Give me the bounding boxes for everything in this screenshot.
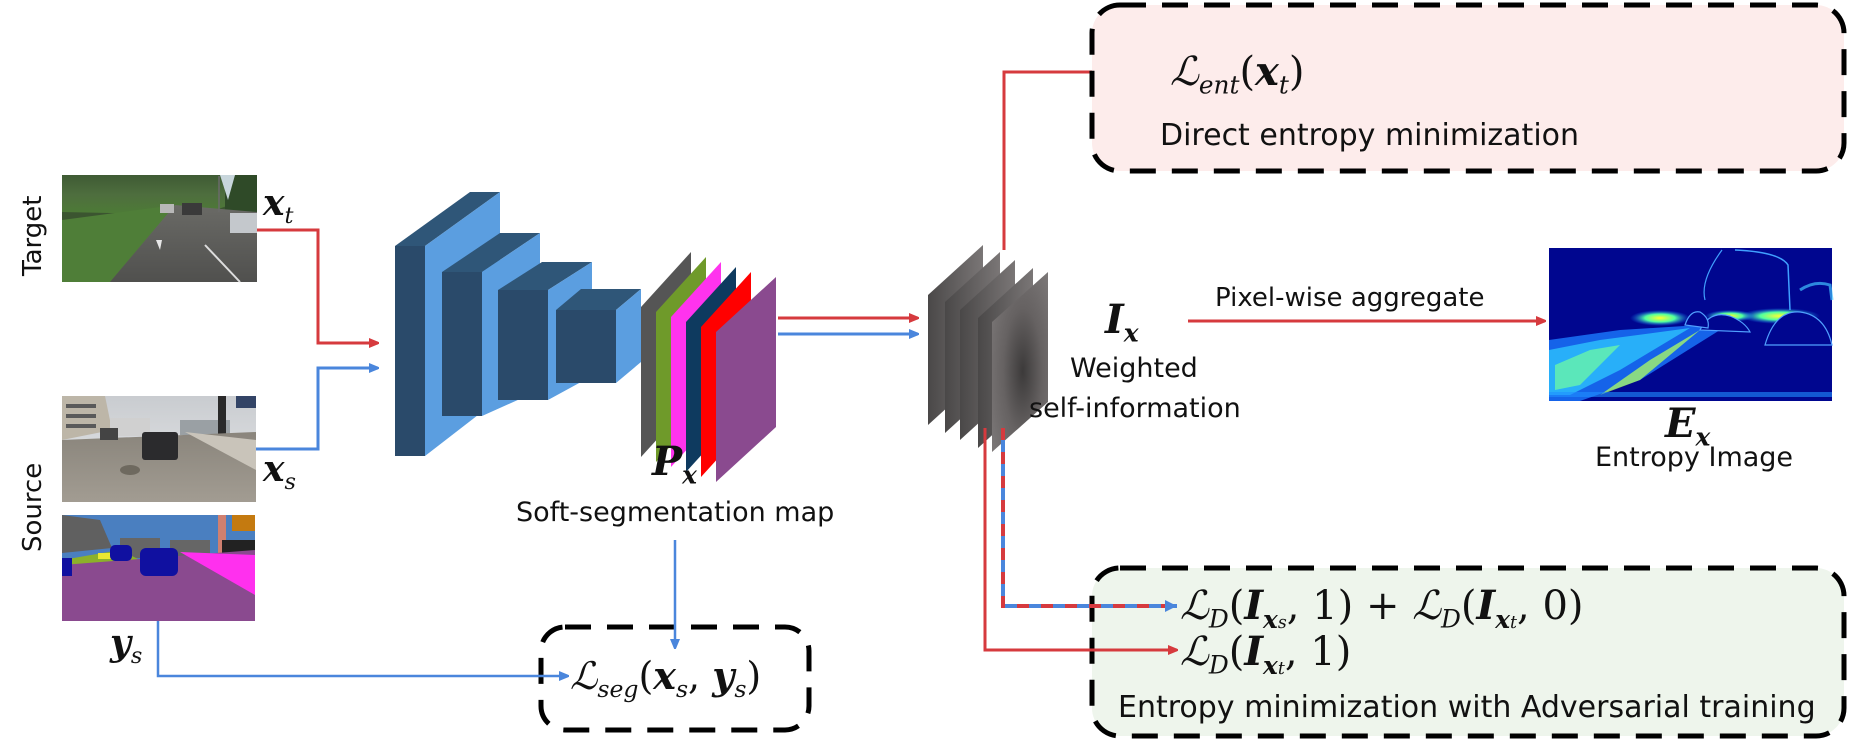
target-image [62, 175, 257, 283]
self-info-symbol: Ix [1105, 296, 1139, 348]
discriminator-mixed-arrow-dash [1001, 428, 1165, 608]
label-to-seg-loss-arrow [156, 621, 568, 676]
discriminator-mixed-arrowhead [1165, 600, 1177, 612]
adversarial-loss-caption: Entropy minimization with Adversarial tr… [1118, 690, 1816, 725]
source-input-symbol: xs [263, 448, 296, 495]
source-label-symbol: ys [110, 622, 143, 669]
target-flow-arrow [257, 228, 378, 343]
soft-seg-symbol: Px [652, 438, 697, 490]
class-map-layer [716, 277, 776, 482]
source-flow-arrow [256, 368, 378, 451]
source-label-image [62, 515, 255, 621]
aggregate-label: Pixel-wise aggregate [1215, 283, 1485, 313]
self-info-caption-line2: self-information [1029, 393, 1241, 424]
discriminator-target-arrow [983, 428, 1177, 650]
adversarial-loss-box [1089, 565, 1847, 739]
entropy-image-symbol: Ex [1665, 400, 1711, 452]
entropy-loss-caption: Direct entropy minimization [1160, 118, 1580, 153]
generator-adversarial-loss-formula: ℒD(Ixt, 1) [1180, 628, 1352, 680]
discriminator-loss-formula: ℒD(Ixs, 1) + ℒD(Ixt, 0) [1180, 582, 1584, 634]
self-information-maps [928, 245, 1048, 452]
entropy-loss-box [1089, 2, 1847, 174]
soft-segmentation-maps [641, 252, 776, 482]
source-image [62, 396, 256, 502]
entropy-image [1549, 248, 1834, 401]
segmentation-loss-formula: ℒseg(xs, ys) [570, 653, 762, 704]
target-input-symbol: xt [263, 182, 294, 229]
soft-seg-caption: Soft-segmentation map [516, 497, 835, 528]
target-domain-label: Target [18, 195, 48, 276]
segmentation-network [395, 192, 641, 456]
entropy-loss-formula: ℒent(xt) [1170, 48, 1305, 100]
self-info-caption-line1: Weighted [1070, 353, 1198, 384]
entropy-image-caption: Entropy Image [1595, 442, 1794, 473]
source-domain-label: Source [18, 462, 48, 552]
